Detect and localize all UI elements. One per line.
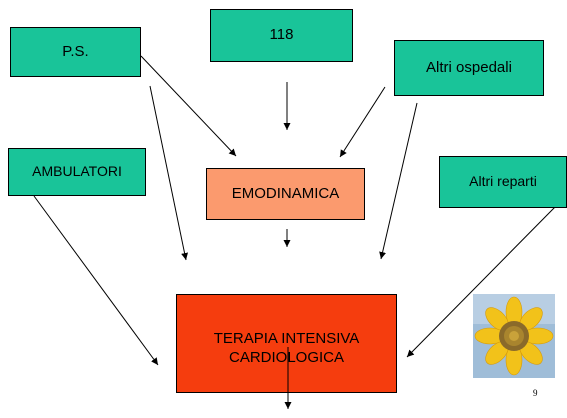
page-number: 9 xyxy=(533,388,538,398)
node-118-label: 118 xyxy=(269,26,294,44)
arrow-ospedali-to-emodinamica xyxy=(339,86,386,158)
sunflower-icon xyxy=(473,294,555,378)
node-altri-ospedali-label: Altri ospedali xyxy=(426,58,512,76)
arrow-ps-to-terapia xyxy=(149,85,189,261)
node-ps: P.S. xyxy=(10,27,141,77)
sunflower-image xyxy=(473,294,555,378)
node-terapia-intensiva-cardiologica: TERAPIA INTENSIVA CARDIOLOGICA xyxy=(176,294,397,393)
arrow-ps-to-emodinamica xyxy=(140,55,237,157)
node-terapia-label-line2: CARDIOLOGICA xyxy=(228,348,345,366)
node-ps-label: P.S. xyxy=(62,42,89,60)
arrow-ospedali-to-terapia xyxy=(379,102,418,260)
node-emodinamica-label: EMODINAMICA xyxy=(231,184,340,202)
node-terapia-label-line1: TERAPIA INTENSIVA xyxy=(213,329,360,347)
node-altri-ospedali: Altri ospedali xyxy=(394,40,544,96)
node-altri-reparti-label: Altri reparti xyxy=(469,173,537,190)
node-118: 118 xyxy=(210,9,353,62)
node-altri-reparti: Altri reparti xyxy=(439,156,567,208)
node-ambulatori: AMBULATORI xyxy=(8,148,146,196)
arrow-reparti-to-terapia xyxy=(406,205,557,358)
node-emodinamica: EMODINAMICA xyxy=(206,168,365,220)
arrow-ambulatori-to-terapia xyxy=(33,195,159,366)
node-ambulatori-label: AMBULATORI xyxy=(32,163,122,180)
